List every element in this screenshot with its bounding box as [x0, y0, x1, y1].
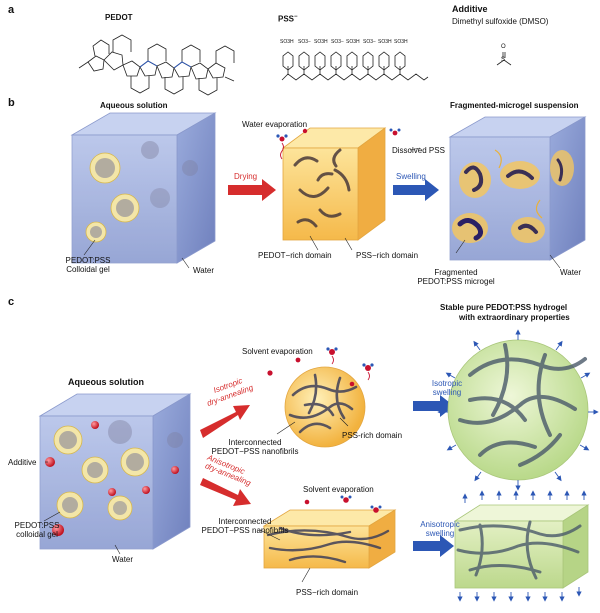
colloidal-gel-particles [85, 141, 198, 243]
pss-group-4: SO3− [331, 39, 344, 45]
pss-structure [281, 51, 429, 81]
fragmented-microgels [452, 149, 574, 243]
swelling-label: Swelling [396, 172, 426, 181]
anisotropic-hydrogel-slab [453, 490, 590, 602]
additive-title: Additive [452, 4, 488, 14]
additive-spheres [45, 421, 179, 536]
panel-b-letter: b [8, 97, 15, 109]
interconnected-bottom-label-2: PEDOT−PSS nanofibrils [201, 526, 289, 535]
isotropic-hydrogel-sphere [437, 329, 599, 491]
isotropic-swelling-label-2: swelling [432, 388, 462, 397]
dmso-oxygen: O [501, 44, 506, 50]
isotropic-swelling-label-1: Isotropic [431, 379, 463, 388]
additive-label: Additive [8, 458, 37, 467]
panel-c-colloids [53, 420, 183, 521]
pss-title: PSS− [278, 13, 298, 24]
pss-group-7: SO3H [378, 39, 392, 45]
interconnected-top-label-2: PEDOT−PSS nanofibrils [211, 447, 299, 456]
pss-rich-bottom-label: PSS−rich domain [296, 588, 359, 597]
isotropic-swelling-arrow [413, 395, 454, 417]
water-c-label: Water [112, 555, 134, 564]
fragmented-label-2: PEDOT:PSS microgel [417, 277, 495, 286]
anisotropic-swelling-label-2: swelling [425, 529, 455, 538]
pss-group-2: SO3− [298, 39, 311, 45]
pedot-pss-colloidal-label-1: PEDOT:PSS [65, 256, 111, 265]
pedot-rich-domain-label: PEDOT−rich domain [258, 251, 332, 260]
panel-c-leaders [43, 417, 349, 583]
interconnected-top-label-1: Interconnected [228, 438, 282, 447]
anisotropic-swelling-arrow [413, 535, 454, 557]
pss-group-1: SO3H [280, 39, 294, 45]
dissolved-pss-label: Dissolved PSS [392, 146, 445, 155]
dissolved-pss-molecules [389, 128, 401, 136]
dmso-sulfur: S [501, 57, 506, 63]
panel-c-letter: c [8, 296, 15, 308]
solvent-molecules-top [267, 347, 374, 387]
aqueous-solution-title: Aqueous solution [100, 101, 168, 110]
dmso-structure [496, 52, 512, 66]
anisotropic-annealing-arrow [200, 478, 251, 506]
isotropic-annealing-arrow [200, 405, 250, 438]
colloidal-c-label-1: PEDOT:PSS [14, 521, 60, 530]
drying-label: Drying [234, 172, 258, 181]
hydrogel-title-2: with extraordinary properties [459, 313, 570, 322]
pss-rich-domain-label: PSS−rich domain [356, 251, 419, 260]
additive-name: Dimethyl sulfoxide (DMSO) [452, 17, 549, 26]
water-label-right: Water [560, 268, 582, 277]
dried-slab [262, 509, 397, 569]
hydrogel-title-1: Stable pure PEDOT:PSS hydrogel [440, 303, 568, 312]
panel-b-leaders [83, 147, 561, 269]
pedot-conjugation-highlight [139, 60, 192, 69]
fragmented-suspension-title: Fragmented-microgel suspension [450, 101, 579, 110]
pss-group-8: SO3H [394, 39, 408, 45]
pss-title-text: PSS [278, 14, 295, 24]
water-evaporation-label: Water evaporation [242, 120, 308, 129]
pss-rich-top-label: PSS-rich domain [342, 431, 403, 440]
solvent-evaporation-bottom-label: Solvent evaporation [303, 485, 374, 494]
pedot-fibers-dried [293, 148, 351, 228]
panel-a-letter: a [8, 4, 15, 16]
solvent-evaporation-top-label: Solvent evaporation [242, 347, 313, 356]
pedot-title: PEDOT [105, 13, 133, 22]
drying-arrow [228, 179, 276, 201]
pss-group-6: SO3− [363, 39, 376, 45]
pss-group-3: SO3H [314, 39, 328, 45]
dried-sphere [284, 366, 366, 448]
pss-title-superscript: − [294, 14, 298, 20]
water-label-left: Water [193, 266, 215, 275]
interconnected-bottom-label-1: Interconnected [218, 517, 272, 526]
colloidal-c-label-2: colloidal gel [16, 530, 58, 539]
pedot-pss-colloidal-label-2: Colloidal gel [66, 265, 110, 274]
pss-group-5: SO3H [346, 39, 360, 45]
water-molecules-top [276, 128, 308, 160]
pedot-structure [78, 34, 235, 96]
aqueous-solution-title-c: Aqueous solution [68, 377, 144, 387]
anisotropic-swelling-label-1: Anisotropic [420, 520, 460, 529]
dried-film-cube [281, 127, 387, 241]
solvent-molecules-bottom [304, 495, 382, 513]
swelling-arrow [393, 179, 439, 201]
fragmented-label-1: Fragmented [434, 268, 478, 277]
